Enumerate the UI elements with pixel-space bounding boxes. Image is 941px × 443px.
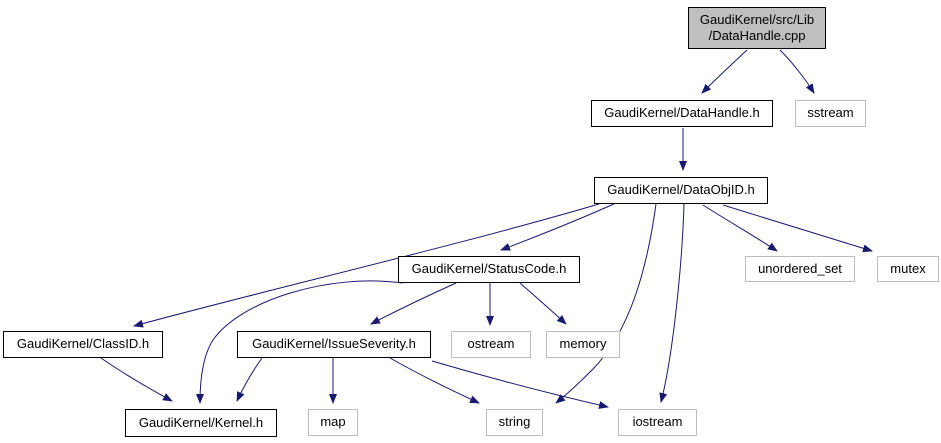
node-iostream: iostream [618, 409, 697, 436]
node-ostream: ostream [451, 331, 531, 358]
edge-dataobjid-h-to-unordered-set [702, 204, 778, 252]
edge-statuscode-h-to-issueseverity-h [370, 282, 457, 325]
edge-issueseverity-h-to-iostream [431, 360, 609, 409]
edge-dataobjid-h-to-string [555, 203, 657, 404]
node-kernel-h[interactable]: GaudiKernel/Kernel.h [125, 409, 277, 437]
edge-statuscode-h-to-kernel-h [196, 280, 404, 404]
node-datahandle-cpp-label-line1: GaudiKernel/src/Lib [699, 11, 815, 27]
edge-dataobjid-h-to-statuscode-h [500, 203, 615, 251]
node-string: string [486, 409, 543, 436]
node-datahandle-h[interactable]: GaudiKernel/DataHandle.h [591, 100, 773, 127]
node-statuscode-h[interactable]: GaudiKernel/StatusCode.h [398, 256, 580, 283]
node-mutex: mutex [877, 256, 939, 282]
edge-datahandle-cpp-to-sstream [779, 49, 815, 94]
node-unordered-set: unordered_set [745, 256, 855, 282]
node-map: map [308, 409, 358, 436]
node-sstream: sstream [795, 100, 866, 127]
node-datahandle-cpp-label-line2: /DataHandle.cpp [708, 28, 806, 43]
node-classid-h[interactable]: GaudiKernel/ClassID.h [3, 331, 163, 358]
node-memory: memory [546, 331, 620, 358]
node-datahandle-cpp: GaudiKernel/src/Lib /DataHandle.cpp [688, 7, 826, 49]
edge-statuscode-h-to-memory [519, 282, 567, 325]
edge-dataobjid-h-to-mutex [722, 204, 873, 253]
node-dataobjid-h[interactable]: GaudiKernel/DataObjID.h [594, 177, 768, 204]
edge-dataobjid-h-to-classid-h [133, 203, 600, 328]
edge-dataobjid-h-to-iostream [659, 203, 685, 403]
edge-issueseverity-h-to-kernel-h [236, 357, 263, 402]
node-issueseverity-h[interactable]: GaudiKernel/IssueSeverity.h [237, 331, 431, 358]
edge-issueseverity-h-to-string [389, 357, 480, 404]
edge-classid-h-to-kernel-h [100, 357, 173, 402]
edge-datahandle-cpp-to-datahandle-h [701, 49, 748, 94]
